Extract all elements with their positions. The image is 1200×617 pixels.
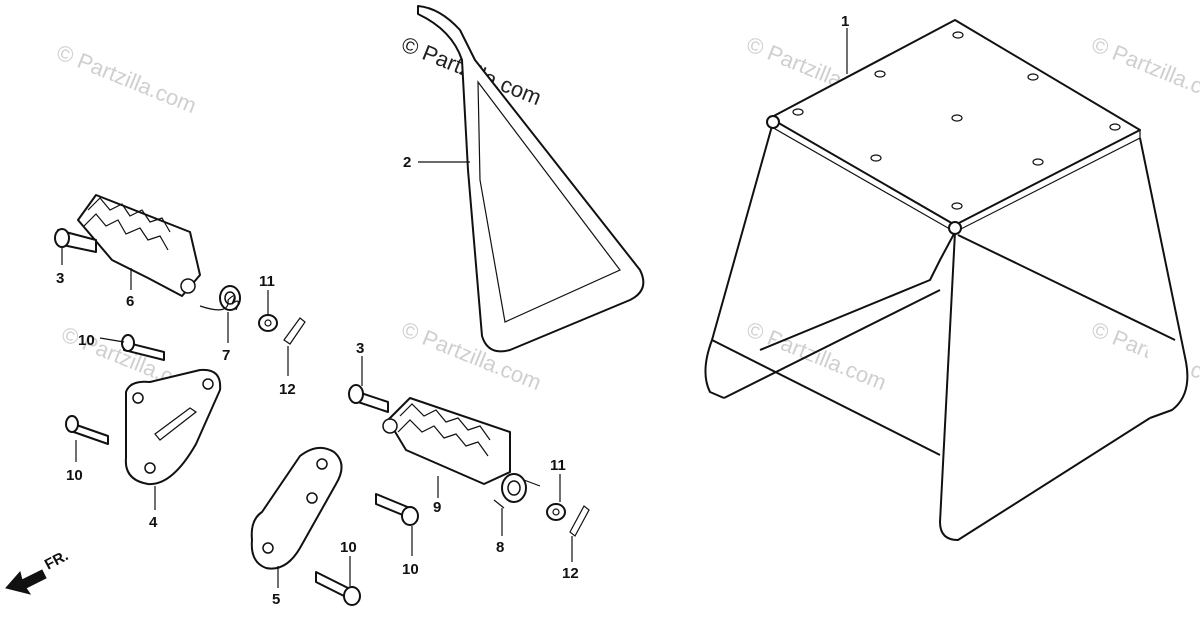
callout-8: 8 bbox=[496, 539, 504, 556]
leader-lines bbox=[61, 28, 848, 588]
watermark-text: © Partzilla.com bbox=[1088, 31, 1200, 110]
callout-7: 7 bbox=[222, 347, 230, 364]
callout-10c: 10 bbox=[402, 561, 419, 578]
callout-6: 6 bbox=[126, 293, 134, 310]
part-stand bbox=[704, 19, 1189, 541]
callout-labels: 1 2 3 6 7 11 12 10 10 4 3 9 8 11 12 10 5… bbox=[56, 13, 849, 608]
callout-9: 9 bbox=[433, 499, 441, 516]
callout-3a: 3 bbox=[56, 270, 64, 287]
callout-10b: 10 bbox=[66, 467, 83, 484]
part-bolt-10b bbox=[65, 415, 109, 445]
part-bolt-10c bbox=[375, 493, 419, 526]
callout-1: 1 bbox=[841, 13, 849, 30]
part-bracket-4 bbox=[124, 368, 222, 486]
callout-2: 2 bbox=[403, 154, 411, 171]
watermark-text: © Partzilla.com bbox=[53, 39, 200, 118]
part-bolt-3b bbox=[348, 384, 389, 413]
callout-12b: 12 bbox=[562, 565, 579, 582]
callout-11b: 11 bbox=[550, 457, 566, 474]
part-washer-11b bbox=[546, 503, 566, 521]
part-bolt-10d bbox=[315, 571, 361, 606]
part-guard bbox=[417, 5, 645, 353]
callout-10a: 10 bbox=[78, 332, 95, 349]
arrow-down-left-icon bbox=[5, 569, 47, 595]
direction-indicator: FR. bbox=[5, 547, 71, 595]
part-spring-7 bbox=[199, 285, 241, 311]
callout-12a: 12 bbox=[279, 381, 296, 398]
part-pin-12b bbox=[569, 505, 590, 537]
part-washer-11a bbox=[258, 314, 278, 332]
callout-10d: 10 bbox=[340, 539, 357, 556]
part-bracket-5 bbox=[250, 446, 343, 570]
callout-3b: 3 bbox=[356, 340, 364, 357]
part-bolt-3a bbox=[54, 228, 97, 253]
callout-11a: 11 bbox=[259, 273, 275, 290]
part-pin-12a bbox=[283, 317, 306, 345]
part-footpeg-right bbox=[382, 397, 511, 485]
part-spring-8 bbox=[493, 473, 541, 509]
direction-label: FR. bbox=[42, 547, 71, 573]
part-footpeg-left bbox=[77, 194, 201, 297]
callout-4: 4 bbox=[149, 514, 158, 531]
part-bolt-10a bbox=[121, 334, 165, 361]
watermark-text: © Partzilla.com bbox=[743, 316, 890, 395]
callout-5: 5 bbox=[272, 591, 280, 608]
